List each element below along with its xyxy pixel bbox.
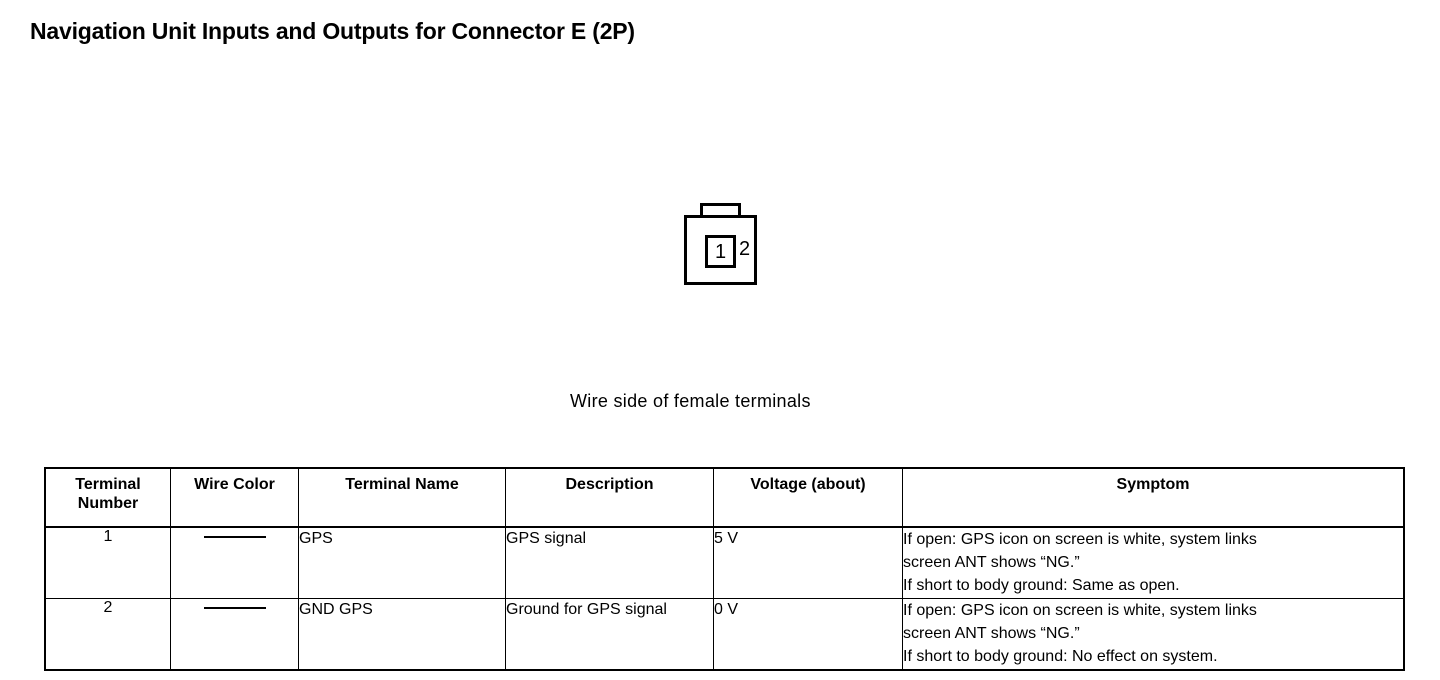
cell-description: Ground for GPS signal [505, 598, 714, 671]
cell-symptom: If open: GPS icon on screen is white, sy… [902, 526, 1405, 599]
connector-terminal-1: 1 [705, 235, 736, 268]
table-row: 2 GND GPS Ground for GPS signal 0 V If o… [44, 598, 1405, 671]
symptom-line: If open: GPS icon on screen is white, sy… [903, 602, 1257, 619]
symptom-line: If short to body ground: No effect on sy… [903, 648, 1218, 666]
connector-diagram: 1 2 [684, 203, 780, 293]
diagram-caption: Wire side of female terminals [570, 391, 811, 411]
cell-terminal-name: GND GPS [298, 598, 506, 671]
header-terminal-number: Terminal Number [44, 467, 171, 528]
cell-symptom: If open: GPS icon on screen is white, sy… [902, 598, 1405, 671]
wire-color-dash-icon [203, 536, 266, 539]
cell-terminal-name: GPS [298, 526, 506, 599]
cell-voltage: 5 V [713, 526, 903, 599]
symptom-line: If open: GPS icon on screen is white, sy… [903, 531, 1257, 548]
cell-wire-color [170, 526, 299, 599]
cell-terminal-number: 1 [44, 526, 171, 599]
symptom-line: screen ANT shows “NG.” [903, 625, 1080, 643]
header-description: Description [505, 467, 714, 528]
wire-color-dash-icon [203, 607, 266, 610]
cell-voltage: 0 V [713, 598, 903, 671]
connector-latch-tab [700, 203, 741, 216]
header-voltage: Voltage (about) [713, 467, 903, 528]
header-wire-color: Wire Color [170, 467, 299, 528]
table-row: 1 GPS GPS signal 5 V If open: GPS icon o… [44, 526, 1405, 599]
table-header-row: Terminal Number Wire Color Terminal Name… [44, 467, 1405, 528]
cell-terminal-number: 2 [44, 598, 171, 671]
page-title: Navigation Unit Inputs and Outputs for C… [30, 18, 635, 44]
inputs-outputs-table: Terminal Number Wire Color Terminal Name… [44, 467, 1405, 671]
symptom-line: If short to body ground: Same as open. [903, 577, 1180, 595]
cell-wire-color [170, 598, 299, 671]
header-terminal-name: Terminal Name [298, 467, 506, 528]
connector-terminal-2: 2 [739, 238, 751, 260]
header-symptom: Symptom [902, 467, 1405, 528]
symptom-line: screen ANT shows “NG.” [903, 554, 1080, 572]
cell-description: GPS signal [505, 526, 714, 599]
